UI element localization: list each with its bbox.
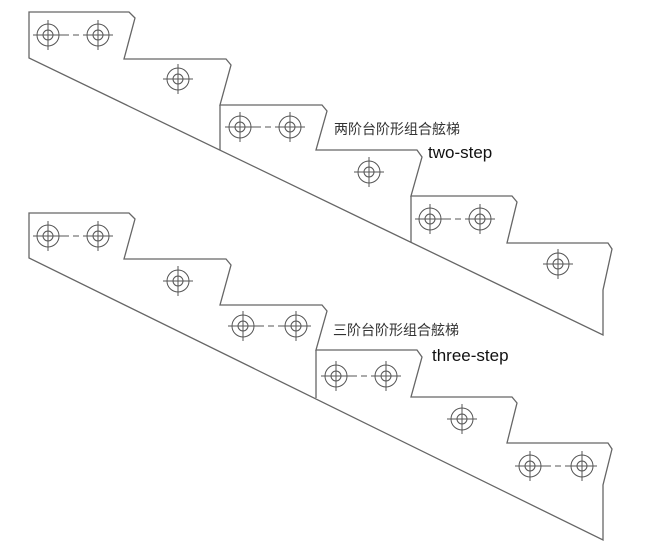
two-step-ladder (28, 11, 613, 337)
bolt-hole-icon (465, 204, 495, 234)
three-step-label-en: three-step (432, 346, 509, 365)
bolt-hole-icon (225, 112, 255, 142)
three-step-label-cn: 三阶台阶形组合舷梯 (333, 323, 459, 339)
bolt-hole-icon (321, 361, 351, 391)
bolt-hole-icon (354, 157, 384, 187)
three-step-ladder (28, 212, 613, 542)
bolt-hole-icon (228, 311, 258, 341)
bolt-hole-icon (33, 20, 63, 50)
two-step-label-en: two-step (428, 143, 493, 162)
bolt-hole-icon (543, 249, 573, 279)
bolt-hole-icon (371, 361, 401, 391)
bolt-hole-icon (163, 266, 193, 296)
bolt-hole-icon (83, 221, 113, 251)
bolt-hole-icon (281, 311, 311, 341)
bolt-hole-icon (415, 204, 445, 234)
three-step-ladder-outline (28, 212, 613, 542)
bolt-hole-icon (447, 404, 477, 434)
bolt-hole-icon (515, 451, 545, 481)
bolt-hole-icon (33, 221, 63, 251)
bolt-hole-icon (275, 112, 305, 142)
two-step-label-cn: 两阶台阶形组合舷梯 (334, 122, 460, 138)
bolt-hole-icon (567, 451, 597, 481)
two-step-ladder-outline (28, 11, 613, 337)
bolt-hole-icon (163, 64, 193, 94)
bolt-hole-icon (83, 20, 113, 50)
